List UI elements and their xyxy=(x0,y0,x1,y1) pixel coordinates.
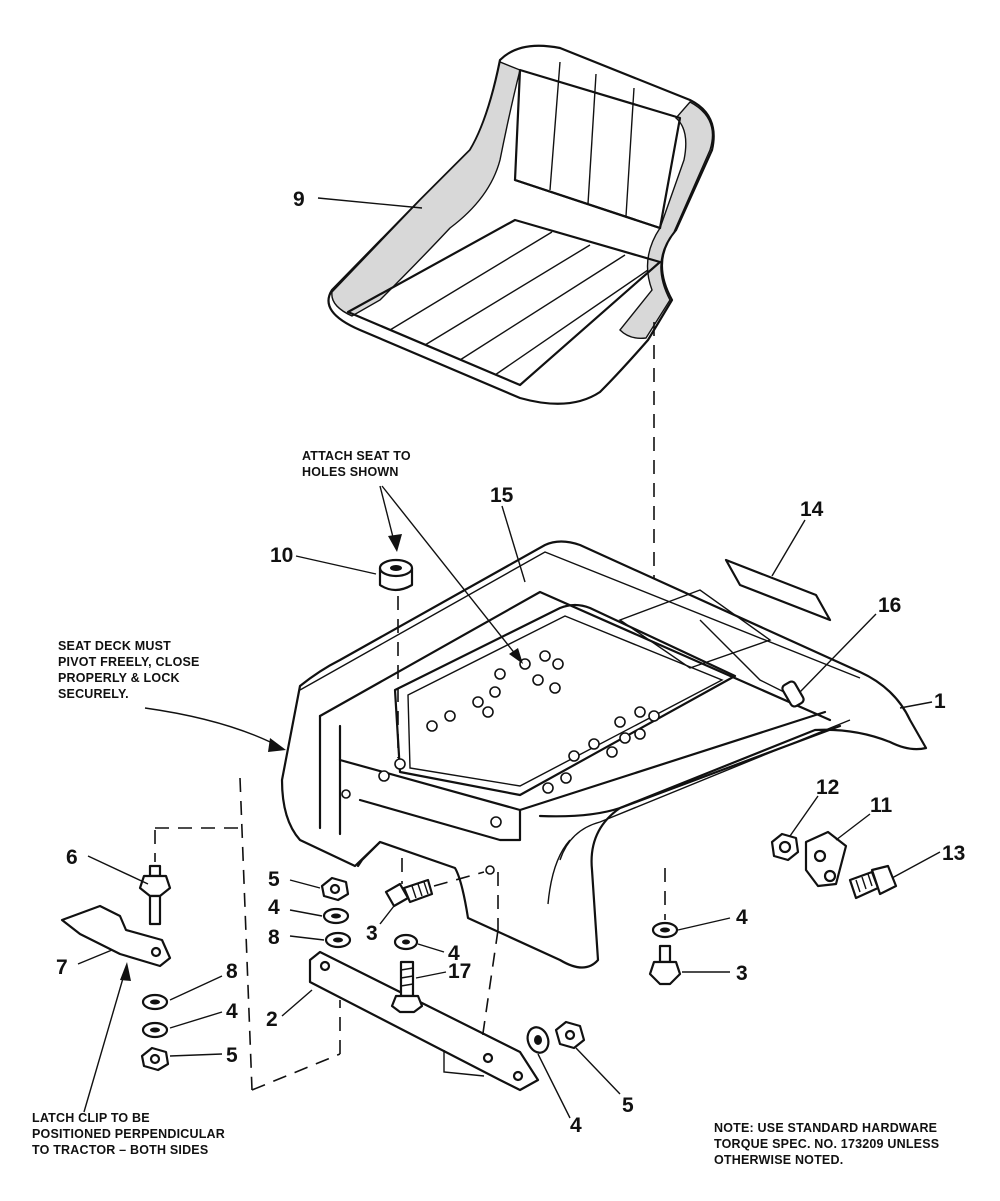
part-label-12: 12 xyxy=(816,776,839,799)
part-label-15: 15 xyxy=(490,484,514,507)
part-label-5: 5 xyxy=(226,1044,238,1067)
part-label-4: 4 xyxy=(226,1000,238,1023)
note-latch-clip-line2: POSITIONED PERPENDICULAR xyxy=(32,1127,225,1141)
spacer-part-10 xyxy=(295,555,414,758)
part-label-6: 6 xyxy=(66,846,78,869)
part-label-14: 14 xyxy=(800,498,824,521)
part-label-5: 5 xyxy=(622,1094,634,1117)
part-label-8: 8 xyxy=(226,960,238,983)
part-label-1: 1 xyxy=(934,690,946,713)
part-label-11: 11 xyxy=(870,794,893,817)
part-label-7: 7 xyxy=(56,956,68,979)
note-attach-seat-line1: ATTACH SEAT TO xyxy=(302,449,411,463)
note-seat-deck-line1: SEAT DECK MUST xyxy=(58,639,171,653)
note-seat-deck: SEAT DECK MUST PIVOT FREELY, CLOSE PROPE… xyxy=(58,639,200,701)
note-attach-seat-line2: HOLES SHOWN xyxy=(302,465,399,479)
hardware-left-stack xyxy=(140,975,223,1072)
latch-stud-part-6 xyxy=(87,777,341,1091)
note-seat-deck-line3: PROPERLY & LOCK xyxy=(58,671,180,685)
part-label-10: 10 xyxy=(270,544,293,567)
part-label-5: 5 xyxy=(268,868,280,891)
hardware-deck-right xyxy=(648,868,731,986)
note-latch-clip-line3: TO TRACTOR – BOTH SIDES xyxy=(32,1143,208,1157)
note-hardware: NOTE: USE STANDARD HARDWARE TORQUE SPEC.… xyxy=(714,1121,939,1167)
note-hardware-line1: NOTE: USE STANDARD HARDWARE xyxy=(714,1121,937,1135)
part-label-16: 16 xyxy=(878,594,901,617)
attach-seat-arrows xyxy=(379,485,523,664)
note-hardware-line3: OTHERWISE NOTED. xyxy=(714,1153,843,1167)
part-label-17: 17 xyxy=(448,960,471,983)
part-label-2: 2 xyxy=(266,1008,278,1031)
note-seat-deck-line2: PIVOT FREELY, CLOSE xyxy=(58,655,200,669)
note-attach-seat: ATTACH SEAT TO HOLES SHOWN xyxy=(302,449,411,479)
part-label-13: 13 xyxy=(942,842,965,865)
hardware-right xyxy=(770,795,941,900)
seat-part-9 xyxy=(317,44,715,405)
part-label-9: 9 xyxy=(293,188,305,211)
seat-deck-part-1 xyxy=(280,540,928,969)
part-label-3: 3 xyxy=(736,962,748,985)
part-label-4: 4 xyxy=(736,906,748,929)
part-label-8: 8 xyxy=(268,926,280,949)
note-hardware-line2: TORQUE SPEC. NO. 173209 UNLESS xyxy=(714,1137,939,1151)
part-number-labels: 9 10 15 14 16 1 12 11 13 6 5 4 8 3 4 4 3… xyxy=(56,188,965,1137)
bracket-part-2 xyxy=(281,872,540,1092)
note-latch-clip-line1: LATCH CLIP TO BE xyxy=(32,1111,150,1125)
seat-deck-arrow xyxy=(144,707,286,752)
part-label-4: 4 xyxy=(268,896,280,919)
hardware-bracket-right xyxy=(526,1020,621,1119)
part-label-4: 4 xyxy=(570,1114,582,1137)
part-label-4: 4 xyxy=(448,942,460,965)
note-latch-clip: LATCH CLIP TO BE POSITIONED PERPENDICULA… xyxy=(32,1111,225,1157)
hardware-center xyxy=(289,858,485,953)
part-label-3: 3 xyxy=(366,922,378,945)
note-seat-deck-line4: SECURELY. xyxy=(58,687,129,701)
latch-clip-part-7 xyxy=(60,904,172,1113)
decal-part-14 xyxy=(724,519,832,622)
